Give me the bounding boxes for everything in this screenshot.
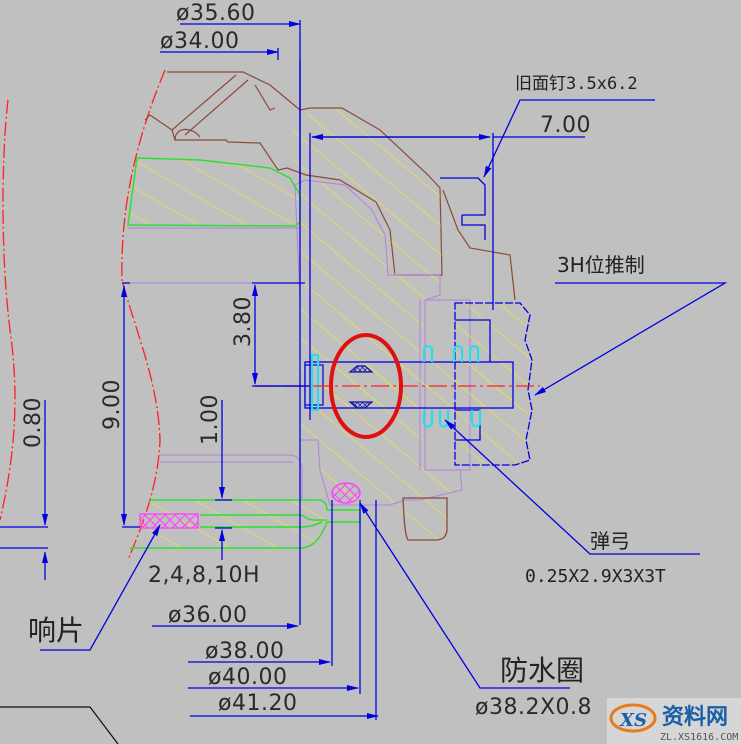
screw-head-block — [440, 177, 486, 240]
watermark-url: ZL.XS1616.COM — [660, 732, 738, 743]
case-body-hatch — [292, 108, 463, 506]
dim-41-20: ø41.20 — [218, 691, 297, 716]
dim-35-60: ø35.60 — [176, 1, 255, 26]
callout-gasket-spec: ø38.2X0.8 — [475, 695, 592, 720]
gasket-ring — [331, 482, 361, 504]
dim-1-00: 1.00 — [198, 394, 223, 445]
dim-34-00: ø34.00 — [160, 29, 239, 54]
callout-screw: 旧面钉3.5x6.2 — [515, 74, 638, 94]
frame-line — [0, 706, 119, 744]
dim-0-80: 0.80 — [21, 397, 46, 448]
crystal-part — [127, 157, 301, 227]
watermark: XS 资料网 ZL.XS1616.COM — [607, 698, 741, 744]
callout-gasket-title: 防水圈 — [500, 654, 584, 687]
highlight-circle — [329, 333, 403, 439]
dim-38-00: ø38.00 — [205, 639, 284, 664]
dim-40-00: ø40.00 — [208, 665, 287, 690]
callout-spring-spec: 0.25X2.9X3X3T — [525, 566, 666, 587]
dim-36-00: ø36.00 — [168, 603, 247, 628]
stem-o-rings — [348, 365, 374, 409]
dim-3-80: 3.80 — [231, 296, 256, 347]
callout-buzzer-title: 响片 — [28, 614, 84, 647]
callout-buzzer-spec: 2,4,8,10H — [148, 563, 260, 588]
watermark-logo: XS — [619, 710, 647, 731]
callout-spring-title: 弹弓 — [590, 529, 630, 553]
buzzer-plate — [139, 513, 199, 529]
lower-block — [402, 497, 448, 541]
dim-7-00: 7.00 — [540, 113, 591, 138]
dimension-lines — [0, 20, 728, 720]
watermark-logo-icon — [609, 703, 657, 733]
callout-push: 3H位推制 — [557, 253, 645, 277]
left-red-curve — [0, 99, 16, 521]
watermark-name: 资料网 — [662, 705, 728, 730]
case-outline-curve — [121, 69, 166, 561]
dim-9-00: 9.00 — [100, 379, 125, 430]
